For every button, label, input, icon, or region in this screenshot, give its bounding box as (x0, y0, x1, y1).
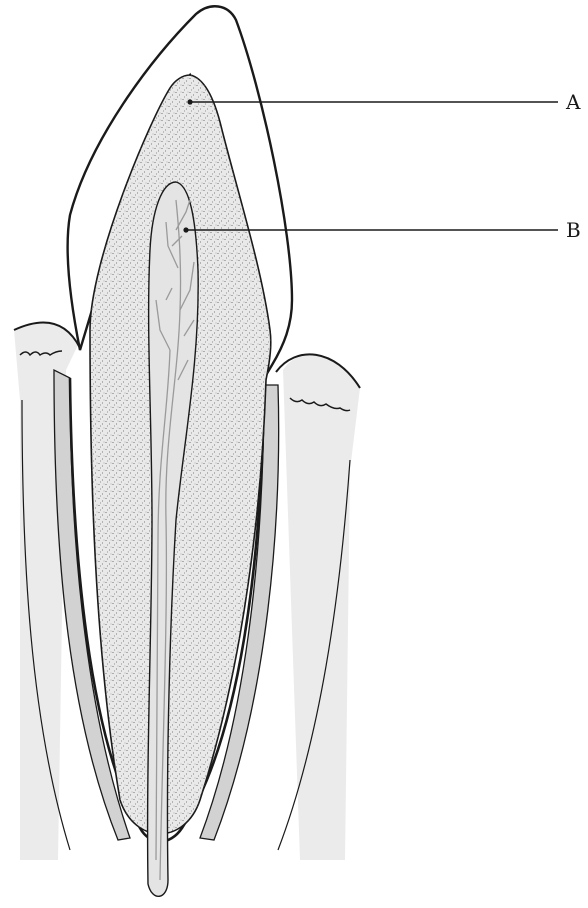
label-b: B (566, 220, 581, 240)
label-a: A (566, 92, 580, 112)
right-gum (283, 354, 360, 860)
